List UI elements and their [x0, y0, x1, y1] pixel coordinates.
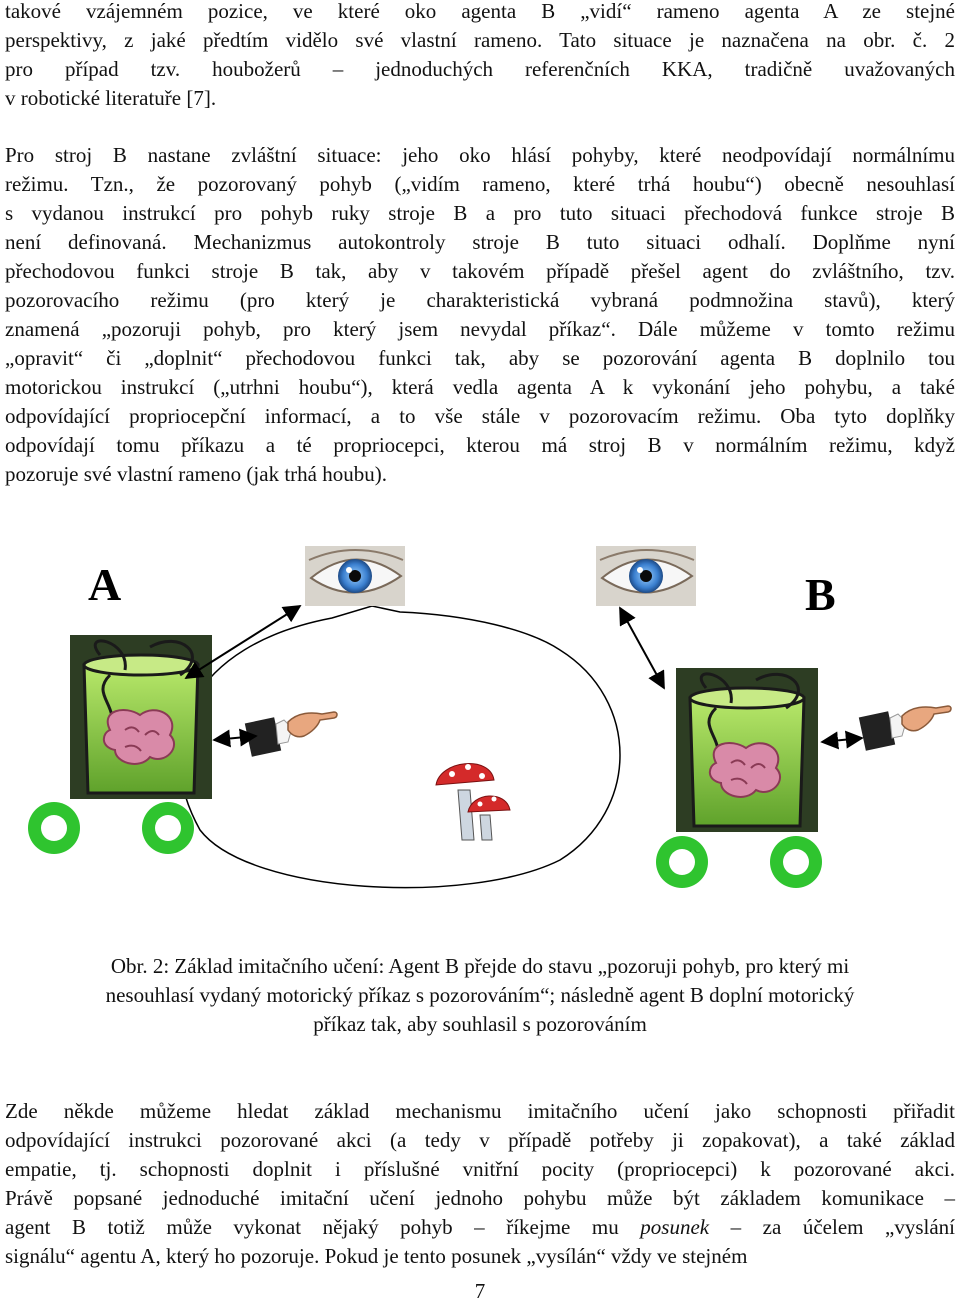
text-line: není definovaná. Mechanizmus autokontrol… [5, 230, 955, 254]
eye-agent-a-icon [304, 545, 406, 607]
jar-brain-agent-b-icon [674, 666, 820, 834]
arrow-hand-to-jar-b [820, 730, 864, 750]
text-line: v robotické literatuře [7]. [5, 86, 217, 110]
text-line: „opravit“ či „doplnit“ přechodovou funkc… [5, 346, 955, 370]
text-line: pozoruje své vlastní rameno (jak trhá ho… [5, 462, 387, 486]
text-line: motorickou instrukcí („utrhni houbu“), k… [5, 375, 955, 399]
jar-brain-agent-a-icon [68, 633, 214, 801]
paragraph-1: takové vzájemném pozice, ve které oko ag… [5, 0, 955, 113]
text-line: pro případ tzv. houbožerů – jednoduchých… [5, 57, 955, 81]
paragraph-2: Pro stroj B nastane zvláštní situace: je… [5, 141, 955, 489]
agent-a-label: A [88, 559, 121, 610]
text-line: znamená „pozoruji pohyb, pro který jsem … [5, 317, 955, 341]
hand-agent-b-icon [858, 705, 952, 752]
wheel-icon [28, 802, 80, 854]
caption-line: Obr. 2: Základ imitačního učení: Agent B… [110, 954, 850, 978]
text-line: odpovídající instrukci pozorované akci (… [5, 1128, 955, 1152]
arrow-eye-to-jar-b [619, 606, 665, 690]
page-number: 7 [474, 1279, 486, 1303]
paragraph-3: Zde někde můžeme hledat základ mechanism… [5, 1097, 955, 1271]
arrow-eye-to-jar-a [184, 605, 302, 679]
text-line: Právě popsané jednoduché imitační učení … [5, 1186, 955, 1210]
wheel-icon [770, 836, 822, 888]
text-line: empatie, tj. schopnosti doplnit i příslu… [5, 1157, 955, 1181]
figure-imitation-learning: A B [28, 545, 952, 889]
mushroom-icon [435, 763, 511, 841]
text-line: pozorovacího režimu (pro který je charak… [5, 288, 955, 312]
text-line: Pro stroj B nastane zvláštní situace: je… [5, 143, 955, 167]
arrow-hand-to-jar-a [212, 728, 258, 748]
caption-line: nesouhlasí vydaný motorický příkaz s poz… [105, 983, 855, 1007]
text-line: agent B totiž může vykonat nějaký pohyb … [5, 1215, 955, 1239]
observation-bubble [178, 605, 621, 889]
text-line: odpovídají tomu příkazu a té propriocepc… [5, 433, 955, 457]
hand-agent-a-icon [244, 711, 338, 758]
wheel-icon [142, 802, 194, 854]
text-line: odpovídající propriocepční informací, a … [5, 404, 955, 428]
figure-caption: Obr. 2: Základ imitačního učení: Agent B… [20, 952, 940, 1039]
text-line: perspektivy, z jaké předtím vidělo své v… [5, 28, 955, 52]
text-line: Zde někde můžeme hledat základ mechanism… [5, 1099, 955, 1123]
agent-b-label: B [805, 569, 836, 620]
text-line: přechodovou funkci stroje B tak, aby v t… [5, 259, 955, 283]
text-line: signálu“ agentu A, který ho pozoruje. Po… [5, 1244, 748, 1268]
caption-line: příkaz tak, aby souhlasil s pozorováním [313, 1012, 647, 1036]
text-line: s vydanou instrukcí pro pohyb ruky stroj… [5, 201, 955, 225]
wheel-icon [656, 836, 708, 888]
eye-agent-b-icon [595, 545, 697, 607]
emphasis: posunek [640, 1215, 710, 1239]
text-line: takové vzájemném pozice, ve které oko ag… [5, 0, 955, 23]
text-line: režimu. Tzn., že pozorovaný pohyb („vidí… [5, 172, 955, 196]
